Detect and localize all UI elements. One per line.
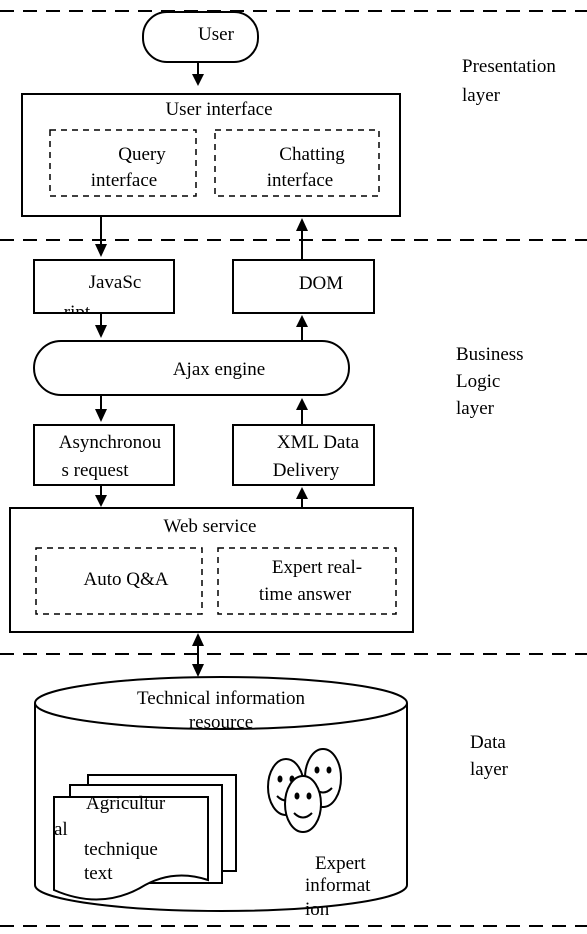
agri-text-label-3: technique (84, 839, 158, 860)
chatting-interface-label-1: Chatting (279, 144, 345, 165)
tech-resource-label-2: resource (189, 712, 253, 733)
expert-realtime-label-1: Expert real- (272, 557, 362, 578)
dom-label: DOM (299, 273, 343, 294)
user-interface-label: User interface (165, 99, 272, 120)
user-label: User (198, 24, 235, 45)
chatting-interface-label-2: interface (267, 170, 333, 191)
data-layer-label-2: layer (470, 759, 509, 780)
smiley-face-front-icon (284, 775, 322, 833)
web-service-label: Web service (164, 516, 257, 537)
business-layer-label-2: Logic (456, 371, 500, 392)
agri-text-label-1: Agricultur (86, 793, 166, 814)
xml-delivery-label-2: Delivery (273, 460, 340, 481)
presentation-layer-label-2: layer (462, 85, 501, 106)
connector-ajax-to-async-request (95, 395, 107, 422)
connector-web-service-to-xml-delivery (296, 487, 308, 508)
tech-resource-label-1: Technical information (137, 688, 306, 709)
query-interface-label-2: interface (91, 170, 157, 191)
user-node (142, 11, 259, 63)
ajax-engine-label: Ajax engine (173, 359, 265, 380)
connector-xml-delivery-to-ajax (296, 398, 308, 425)
javascript-box (33, 259, 175, 314)
expert-realtime-box (217, 547, 397, 615)
async-request-label-1: Asynchronou (59, 432, 162, 453)
document-stack-icon (53, 774, 237, 901)
connector-ajax-to-dom (296, 315, 308, 341)
query-interface-label-1: Query (118, 144, 166, 165)
connector-ui-to-javascript (95, 216, 107, 257)
auto-qa-box (35, 547, 203, 615)
connector-user-to-ui (192, 62, 204, 86)
business-layer-label-3: layer (456, 398, 495, 419)
expert-info-label-2: informat (305, 875, 371, 896)
javascript-label-2: ript (64, 302, 91, 323)
connector-dom-to-ui (296, 218, 308, 260)
experts-smiley-icon (267, 748, 342, 833)
web-service-box (9, 507, 414, 633)
chatting-interface-box (214, 129, 380, 197)
xml-delivery-box (232, 424, 375, 486)
async-request-label-2: s request (61, 460, 129, 481)
query-interface-box (49, 129, 197, 197)
presentation-layer-label-1: Presentation (462, 56, 556, 77)
document-sheet-front (53, 796, 209, 901)
javascript-label-1: JavaSc (89, 272, 142, 293)
connector-async-request-to-web-service (95, 485, 107, 507)
ajax-engine-node (33, 340, 350, 396)
agri-text-label-2: al (54, 819, 68, 840)
expert-info-label-3: ion (305, 899, 330, 920)
connector-web-service-data-bidirectional (192, 633, 204, 677)
data-layer-label-1: Data (470, 732, 506, 753)
dom-box (232, 259, 375, 314)
expert-realtime-label-2: time answer (259, 584, 352, 605)
expert-info-label-1: Expert (315, 853, 366, 874)
async-request-box (33, 424, 175, 486)
connector-javascript-to-ajax (95, 313, 107, 338)
agri-text-label-4: text (84, 863, 113, 884)
auto-qa-label: Auto Q&A (84, 569, 169, 590)
technical-resource-cylinder-top (34, 676, 408, 730)
business-layer-label-1: Business (456, 344, 524, 365)
xml-delivery-label-1: XML Data (277, 432, 360, 453)
